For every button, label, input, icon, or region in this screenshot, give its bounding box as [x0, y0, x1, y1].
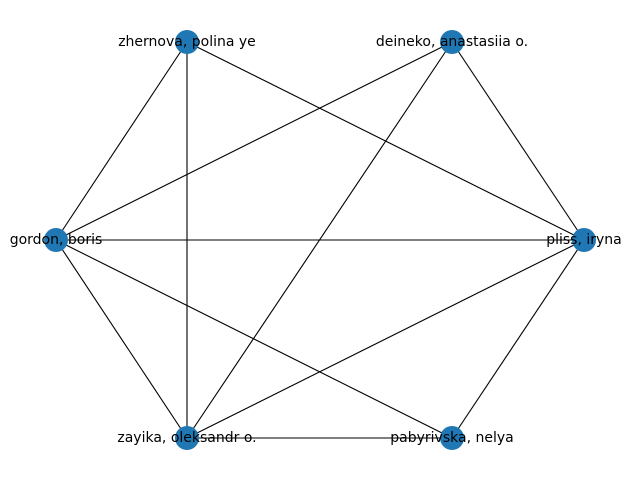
edge-layer	[55, 41, 585, 439]
edge-zhernova-gordon	[55, 41, 188, 241]
edge-gordon-zayika	[55, 239, 188, 439]
node-layer	[44, 30, 596, 450]
edge-deineko-pliss	[451, 41, 585, 241]
node-label-gordon: gordon, boris	[10, 232, 103, 248]
edge-pliss-zayika	[186, 239, 585, 439]
edge-gordon-pabyrivska	[55, 239, 453, 439]
node-label-pabyrivska: pabyrivska, nelya	[390, 430, 513, 446]
node-pliss	[572, 228, 596, 252]
node-label-deineko: deineko, anastasiia o.	[376, 34, 528, 50]
node-label-pliss: pliss, iryna	[546, 232, 622, 248]
node-gordon	[44, 228, 68, 252]
node-zayika	[175, 426, 199, 450]
edge-deineko-gordon	[55, 41, 453, 241]
edge-pliss-pabyrivska	[451, 239, 585, 439]
node-label-zayika: zayika, oleksandr o.	[117, 430, 256, 446]
node-deineko	[440, 30, 464, 54]
node-zhernova	[175, 30, 199, 54]
node-label-zhernova: zhernova, polina ye	[118, 34, 256, 50]
node-pabyrivska	[440, 426, 464, 450]
label-layer: zhernova, polina ye deineko, anastasiia o…	[10, 34, 622, 446]
